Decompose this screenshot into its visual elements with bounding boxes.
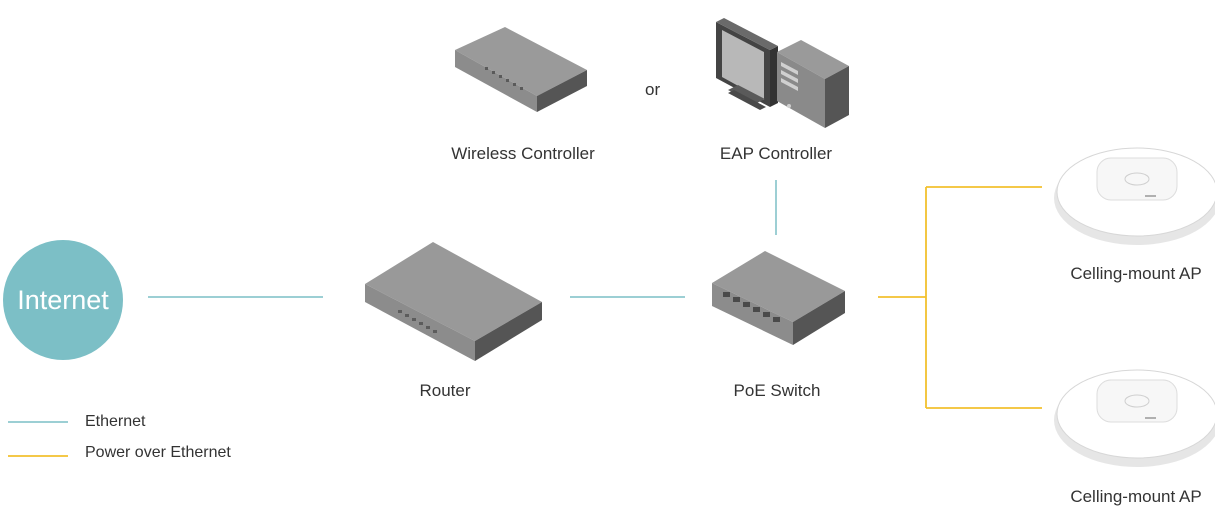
- router-label: Router: [419, 381, 471, 400]
- ap-top-label: Celling-mount AP: [1070, 264, 1202, 283]
- wireless-controller-device: [455, 27, 587, 112]
- eap-controller-label: EAP Controller: [719, 144, 833, 163]
- ap-bottom-label: Celling-mount AP: [1070, 487, 1202, 506]
- ap-bottom-device: [1054, 369, 1215, 467]
- ap-top-device: [1054, 147, 1215, 245]
- eap-controller-device: [716, 18, 849, 128]
- wireless-controller-label: Wireless Controller: [451, 144, 595, 163]
- internet-label: Internet: [17, 284, 109, 315]
- legend-ethernet-label: Ethernet: [85, 413, 146, 430]
- router-device: [365, 242, 542, 361]
- legend-poe-label: Power over Ethernet: [85, 444, 231, 461]
- internet-node: Internet: [3, 240, 123, 360]
- poe-links: [878, 186, 1042, 409]
- poe-switch-device: [712, 251, 845, 345]
- poe-switch-label: PoE Switch: [733, 381, 821, 400]
- or-label: or: [645, 80, 661, 99]
